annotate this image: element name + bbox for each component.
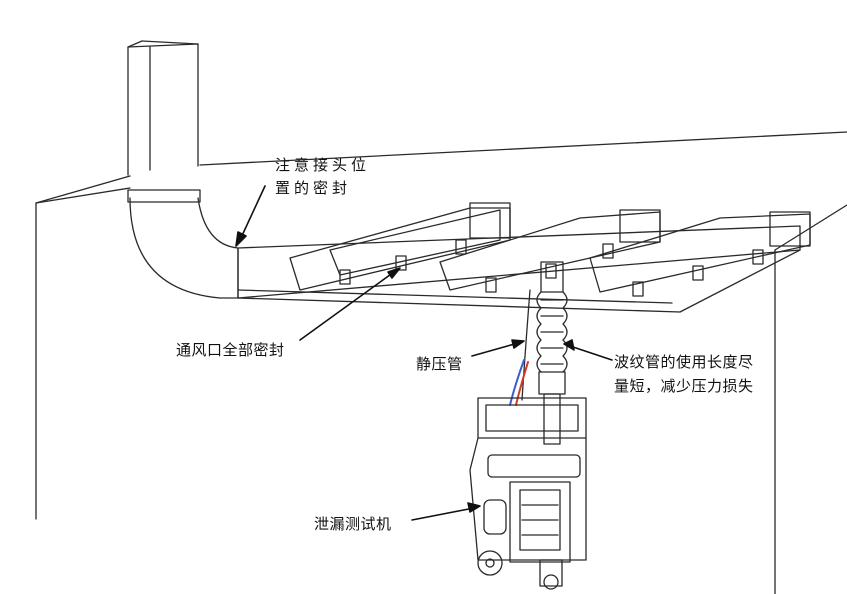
branch-ducts: [289, 202, 811, 293]
leader-arrows: [235, 185, 613, 521]
static-pressure-tubes: [509, 289, 531, 406]
vents-sealed-label: 通风口全部密封: [176, 341, 285, 359]
vent-outlets: [339, 239, 764, 297]
leak-tester-label: 泄漏测试机: [314, 515, 392, 533]
room-outline: [35, 131, 847, 594]
leak-test-machine: [469, 397, 587, 590]
elbow-duct: [127, 189, 239, 299]
vertical-shaft: [127, 40, 199, 176]
bellows-label: 波纹管的使用长度尽: [614, 353, 754, 371]
bellows-hose: [536, 261, 568, 445]
main-duct: [237, 225, 801, 313]
bellows-label-line2: 量短，减少压力损失: [614, 377, 754, 395]
static-tube-label: 静压管: [416, 355, 463, 373]
joint-seal-label-line2: 置的密封: [275, 179, 352, 197]
joint-seal-label: 注意接头位: [275, 156, 371, 174]
